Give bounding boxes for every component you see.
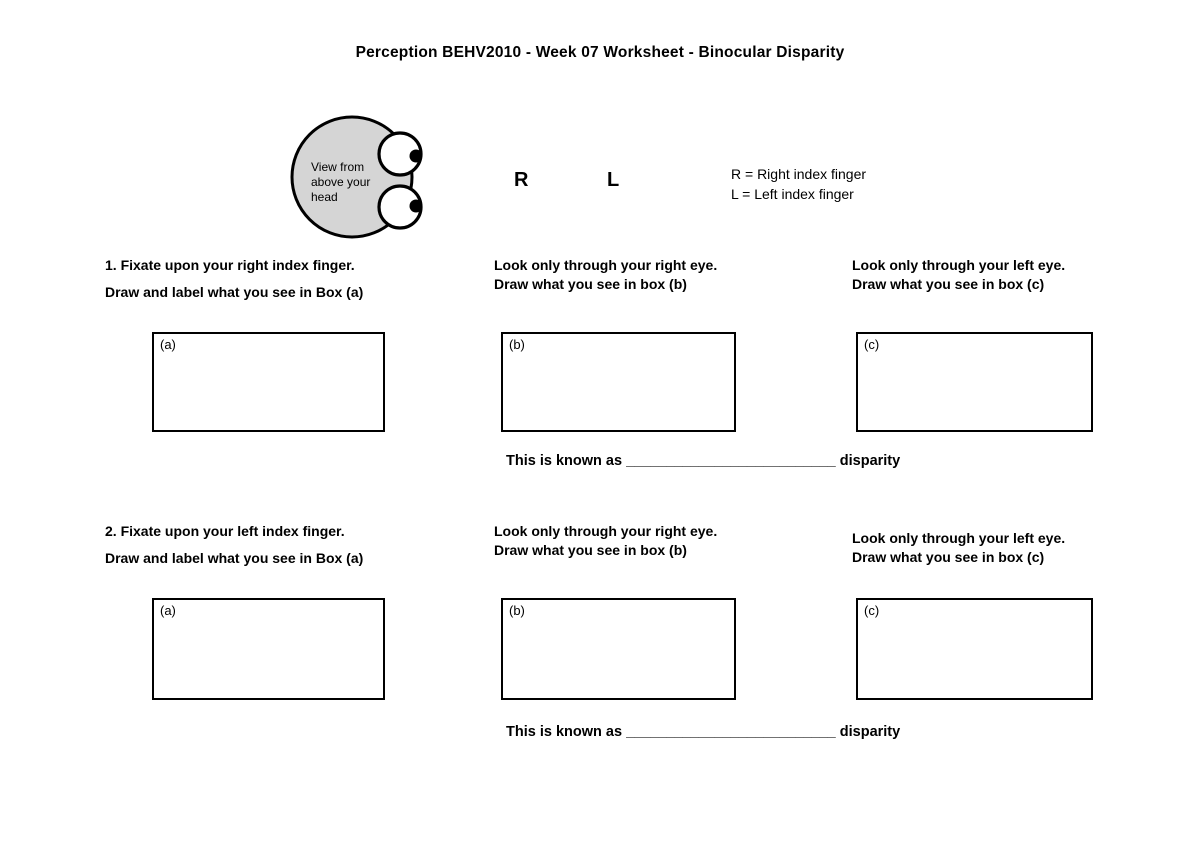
section2-left-eye-line2: Draw what you see in box (c) [852,549,1045,565]
section1-box-c[interactable]: (c) [856,332,1093,432]
section2-instruction-line1: 2. Fixate upon your left index finger. [105,523,345,539]
section2-box-b[interactable]: (b) [501,598,736,700]
section2-box-b-label: (b) [509,603,525,618]
section2-right-eye-heading: Look only through your right eye. Draw w… [494,522,717,560]
section1-left-eye-line1: Look only through your left eye. [852,257,1066,273]
section2-known-as-blank[interactable]: __________________________ [626,724,836,740]
section2-right-eye-line2: Draw what you see in box (b) [494,542,687,558]
section2-box-a[interactable]: (a) [152,598,385,700]
pupil-bottom-icon [409,199,421,213]
section1-left-eye-line2: Draw what you see in box (c) [852,276,1045,292]
legend-left-line: L = Left index finger [731,186,854,202]
section1-known-as-suffix: disparity [835,453,901,469]
section1-box-c-label: (c) [864,337,880,352]
section1-left-eye-heading: Look only through your left eye. Draw wh… [852,256,1065,294]
section2-box-c[interactable]: (c) [856,598,1093,700]
section1-right-eye-line1: Look only through your right eye. [494,257,718,273]
section1-box-a-label: (a) [160,337,176,352]
section1-instruction-line2: Draw and label what you see in Box (a) [105,284,364,300]
section1-instruction-line1: 1. Fixate upon your right index finger. [105,257,355,273]
finger-marker-right: R [514,169,529,191]
section2-instruction-line2: Draw and label what you see in Box (a) [105,550,364,566]
legend: R = Right index finger L = Left index fi… [731,164,866,204]
section1-known-as-prefix: This is known as [506,453,627,469]
section1-known-as-line: This is known as _______________________… [506,453,900,469]
section2-left-eye-heading: Look only through your left eye. Draw wh… [852,529,1065,567]
section1-right-eye-line2: Draw what you see in box (b) [494,276,687,292]
legend-right-line: R = Right index finger [731,166,867,182]
section2-left-eye-line1: Look only through your left eye. [852,530,1066,546]
head-top-view-icon: View from above your head [290,115,423,239]
section1-right-eye-heading: Look only through your right eye. Draw w… [494,256,717,294]
section1-box-a[interactable]: (a) [152,332,385,432]
section1-known-as-blank[interactable]: __________________________ [626,453,836,469]
section2-known-as-prefix: This is known as [506,724,627,740]
head-caption: View from above your head [311,160,374,204]
section2-right-eye-line1: Look only through your right eye. [494,523,718,539]
pupil-top-icon [409,149,421,163]
section2-known-as-suffix: disparity [835,724,901,740]
section1-box-b-label: (b) [509,337,525,352]
section2-box-c-label: (c) [864,603,880,618]
section2-known-as-line: This is known as _______________________… [506,724,900,740]
worksheet-title: Perception BEHV2010 - Week 07 Worksheet … [355,44,845,61]
finger-marker-left: L [607,169,620,191]
section2-box-a-label: (a) [160,603,176,618]
section1-box-b[interactable]: (b) [501,332,736,432]
